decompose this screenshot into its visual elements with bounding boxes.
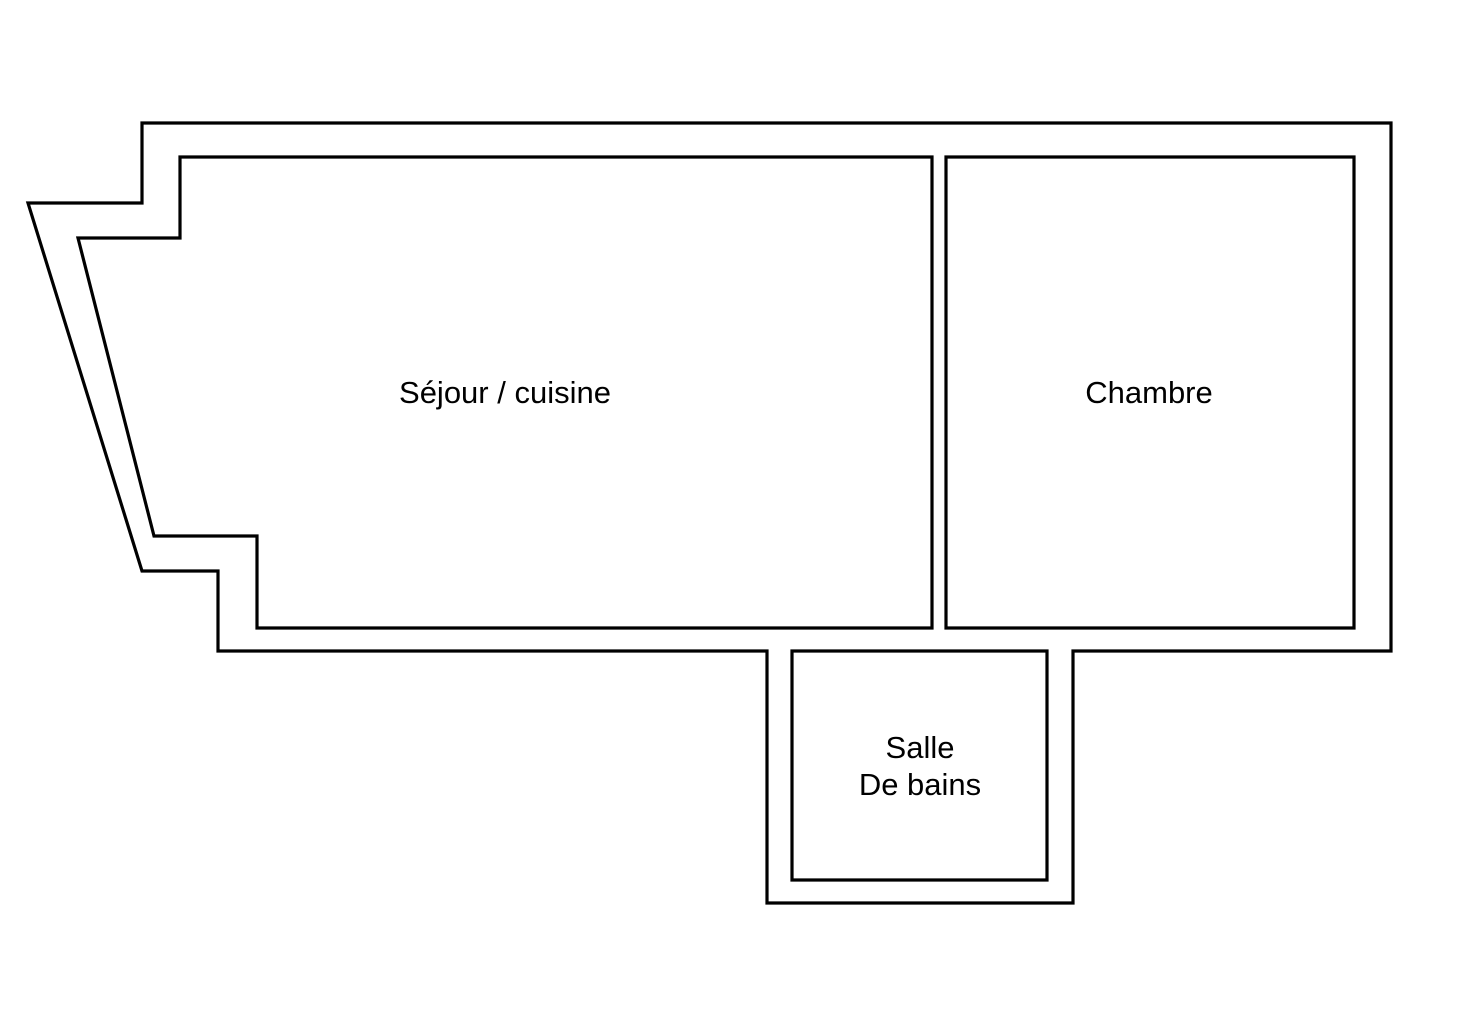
room-chambre bbox=[944, 155, 1356, 630]
salle-de-bains-label-line2: De bains bbox=[859, 767, 981, 802]
salle-de-bains-label-line1: Salle bbox=[886, 730, 955, 765]
sejour-cuisine-label: Séjour / cuisine bbox=[399, 375, 611, 410]
chambre-label: Chambre bbox=[1085, 375, 1213, 410]
room-sejour-cuisine bbox=[75, 155, 934, 630]
outer-wall bbox=[25, 121, 1393, 905]
room-salle-de-bains bbox=[790, 649, 1049, 882]
